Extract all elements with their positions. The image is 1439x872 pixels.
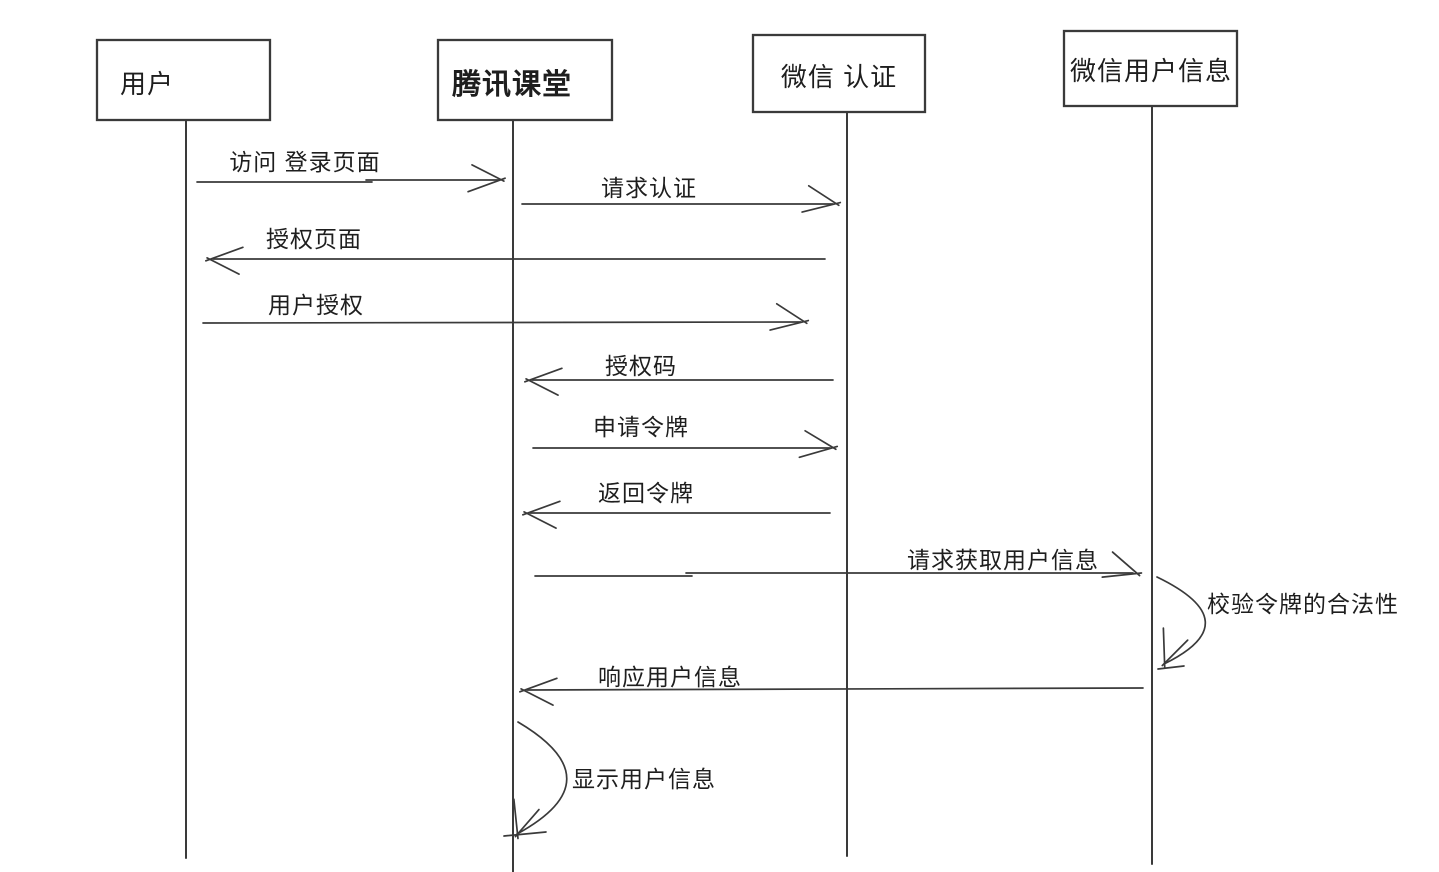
- message-label-visit-login-page: 访问 登录页面: [229, 149, 380, 175]
- actor-wechat-userinfo: 微信用户信息: [1062, 29, 1239, 108]
- actor-box-wechat-auth: [751, 33, 927, 114]
- actor-tencent-classroom: 腾讯课堂: [436, 38, 614, 122]
- message-auth-code: 授权码: [523, 353, 834, 397]
- message-label-auth-code: 授权码: [605, 353, 677, 379]
- arrowhead-right-icon: [769, 302, 812, 338]
- message-label-auth-page: 授权页面: [266, 226, 362, 252]
- actor-label-tencent-classroom: 腾讯课堂: [452, 68, 572, 101]
- message-verify-token-selfloop: 校验令牌的合法性: [1149, 576, 1399, 673]
- message-visit-login-page: 访问 登录页面: [196, 149, 507, 196]
- message-label-respond-userinfo: 响应用户信息: [598, 664, 742, 690]
- message-line: [202, 321, 802, 324]
- message-return-token: 返回令牌: [521, 480, 831, 530]
- message-auth-page: 授权页面: [204, 226, 826, 276]
- message-label-display-userinfo: 显示用户信息: [572, 766, 716, 792]
- message-respond-userinfo: 响应用户信息: [518, 664, 1144, 707]
- message-request-userinfo: 请求获取用户信息: [534, 547, 1146, 590]
- selfloop-curve: [1156, 576, 1207, 665]
- selfloop-curve: [516, 721, 568, 835]
- message-label-verify-token: 校验令牌的合法性: [1207, 591, 1399, 617]
- actor-label-wechat-auth: 微信 认证: [781, 62, 897, 92]
- arrowhead-down-left-icon: [1149, 627, 1190, 673]
- message-line: [526, 687, 1144, 691]
- actor-user: 用户: [95, 38, 272, 122]
- actor-box-tencent-classroom: [436, 38, 614, 122]
- arrowhead-right-icon: [798, 429, 840, 464]
- actor-wechat-auth: 微信 认证: [751, 33, 927, 114]
- actor-box-user: [95, 38, 272, 122]
- message-label-request-auth: 请求认证: [601, 175, 697, 201]
- actor-box-wechat-userinfo: [1062, 29, 1239, 108]
- message-label-apply-token: 申请令牌: [593, 414, 689, 440]
- message-request-auth: 请求认证: [521, 175, 844, 220]
- message-label-request-userinfo: 请求获取用户信息: [907, 547, 1099, 573]
- selfloop-tick: [503, 831, 547, 837]
- message-label-user-authorize: 用户授权: [268, 292, 364, 318]
- selfloop-tick: [1157, 665, 1185, 670]
- message-display-userinfo-selfloop: 显示用户信息: [501, 721, 716, 843]
- message-user-authorize: 用户授权: [202, 292, 812, 338]
- arrowhead-right-icon: [801, 184, 844, 220]
- arrowhead-right-icon: [1101, 550, 1146, 590]
- message-label-return-token: 返回令牌: [598, 480, 694, 506]
- message-apply-token: 申请令牌: [532, 414, 840, 464]
- actor-label-user: 用户: [120, 69, 174, 99]
- actor-label-wechat-userinfo: 微信用户信息: [1070, 56, 1232, 86]
